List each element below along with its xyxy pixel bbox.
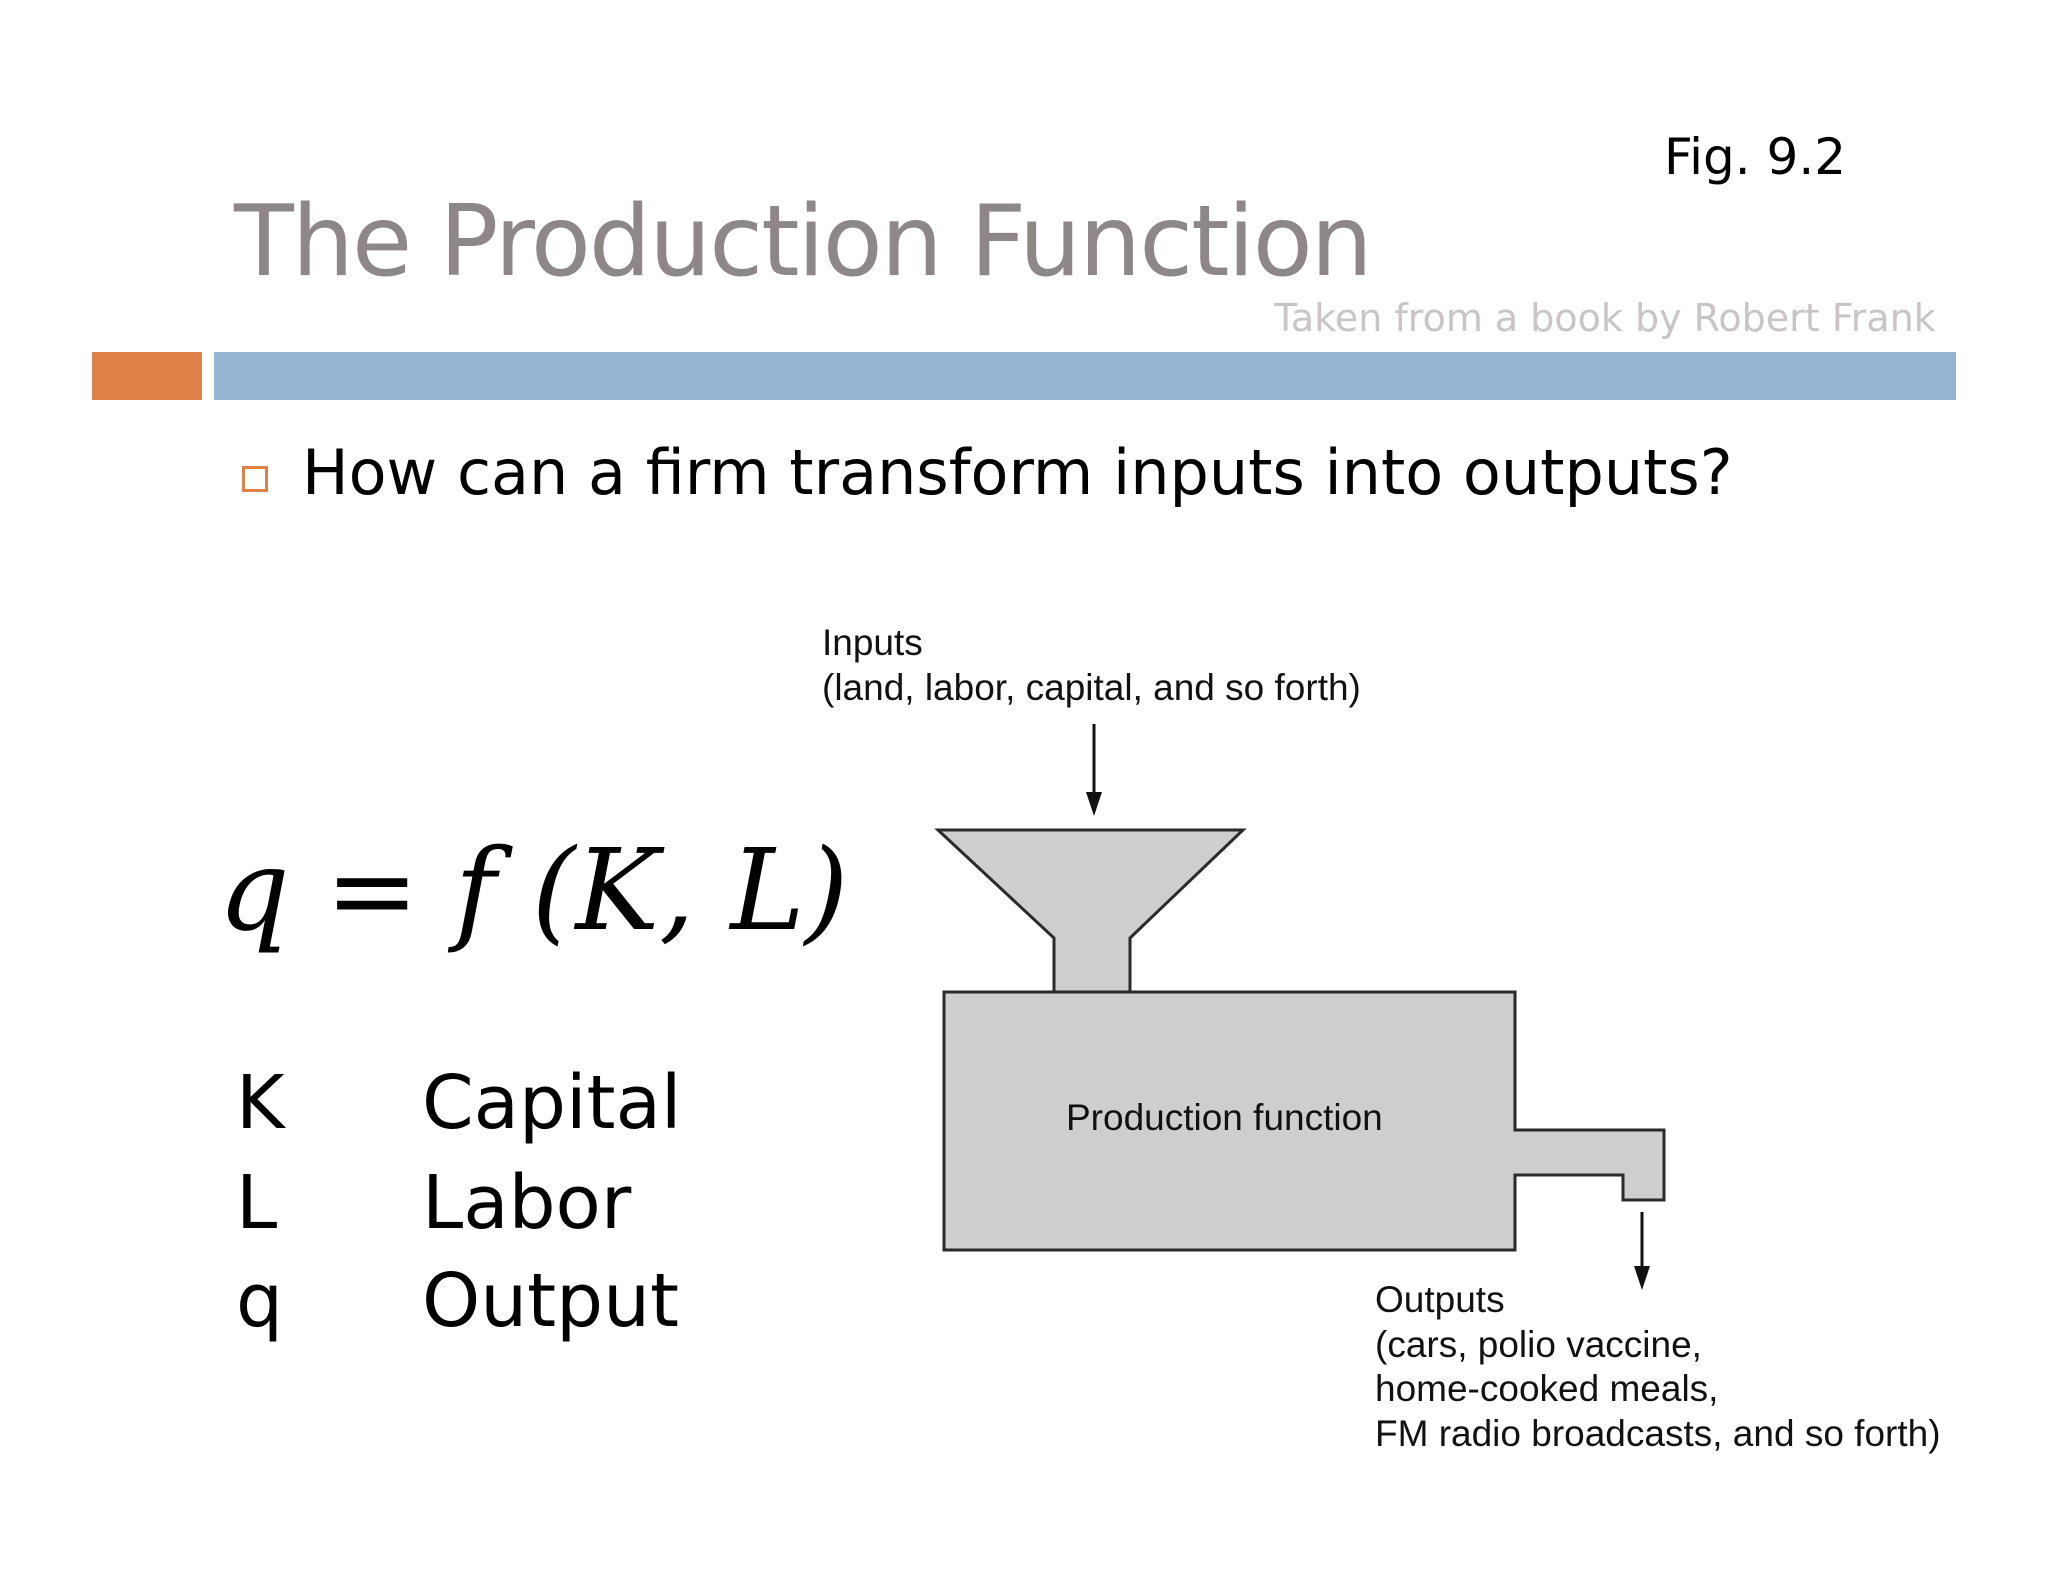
inputs-arrow <box>1086 724 1102 816</box>
hopper-funnel <box>934 828 1247 994</box>
outputs-line: (cars, polio vaccine, <box>1375 1324 1702 1365</box>
title-underline-bar <box>214 352 1956 400</box>
inputs-title: Inputs <box>822 622 923 663</box>
machine-body <box>942 990 1666 1252</box>
outputs-title: Outputs <box>1375 1279 1505 1320</box>
variable-symbol-output: q <box>236 1258 283 1344</box>
variable-symbol-labor: L <box>236 1160 278 1246</box>
slide-title: The Production Function <box>234 185 1373 299</box>
square-bullet-icon <box>242 466 268 492</box>
inputs-detail: (land, labor, capital, and so forth) <box>822 667 1361 708</box>
variable-name-capital: Capital <box>422 1060 682 1146</box>
outputs-line: FM radio broadcasts, and so forth) <box>1375 1413 1941 1454</box>
variable-name-labor: Labor <box>422 1160 632 1246</box>
variable-name-output: Output <box>422 1258 680 1344</box>
outputs-line: home-cooked meals, <box>1375 1368 1718 1409</box>
variable-symbol-capital: K <box>236 1060 285 1146</box>
production-function-label: Production function <box>1066 1097 1383 1138</box>
figure-label: Fig. 9.2 <box>1664 128 1847 186</box>
production-function-formula: q = f (K, L) <box>218 826 849 956</box>
outputs-arrow <box>1634 1212 1650 1290</box>
source-note: Taken from a book by Robert Frank <box>1274 296 1936 340</box>
accent-bar <box>92 352 202 400</box>
bullet-text: How can a firm transform inputs into out… <box>302 436 1733 509</box>
